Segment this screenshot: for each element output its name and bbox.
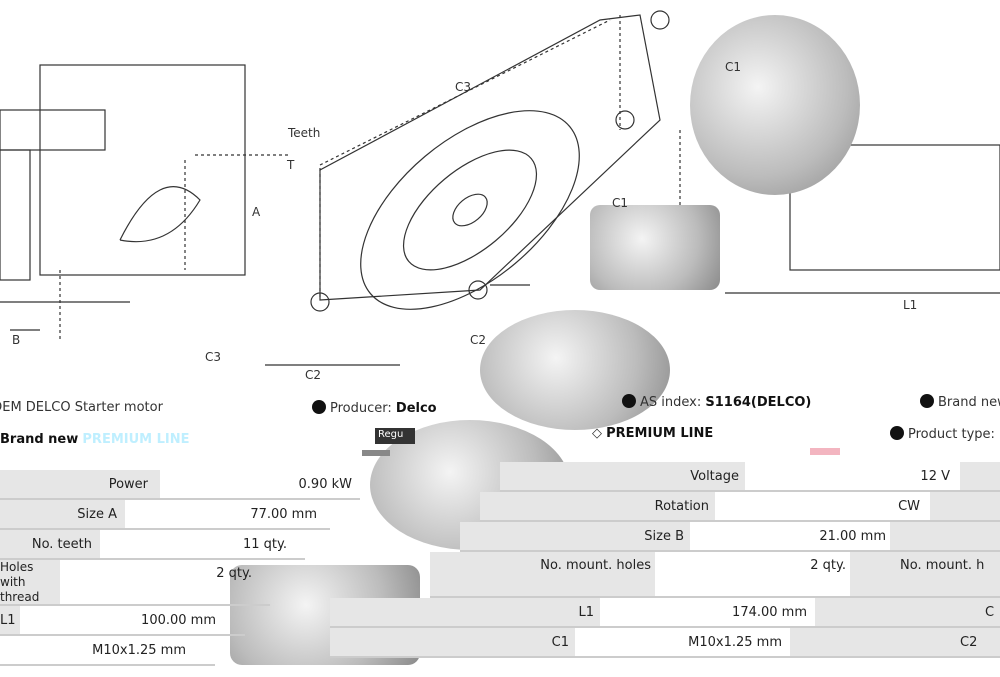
label-t: T (287, 158, 295, 172)
info-icon (312, 400, 326, 414)
brand-new-status: Brand new (920, 394, 1000, 410)
label-a: A (252, 205, 261, 219)
label-teeth: Teeth (288, 126, 321, 140)
premium-line: ◇ PREMIUM LINE (592, 426, 714, 441)
dimension-drawing (0, 10, 1000, 366)
table-row: M10x1.25 mm (0, 636, 215, 666)
tag-icon (622, 394, 636, 408)
as-index: AS index: S1164(DELCO) (622, 394, 811, 410)
accent-bar (362, 450, 390, 456)
product-type: Product type: (890, 426, 995, 442)
label-l1: L1 (903, 298, 918, 312)
condition: Brand new PREMIUM LINE (0, 432, 190, 447)
label-c1-inner: C1 (612, 196, 629, 210)
diamond-icon: ◇ (592, 426, 602, 441)
label-c2-side: C2 (470, 333, 487, 347)
product-photo-front (690, 15, 860, 195)
badge-regu: Regu (375, 428, 415, 444)
label-c1: C1 (725, 60, 742, 74)
product-photo-pinion (480, 310, 670, 430)
producer: Producer: Delco (312, 400, 437, 416)
label-c3: C3 (205, 350, 222, 364)
info-icon (920, 394, 934, 408)
product-photo-side (590, 205, 720, 290)
label-c3-top: C3 (455, 80, 472, 94)
product-title: OEM DELCO Starter motor (0, 400, 163, 415)
label-c2: C2 (305, 368, 322, 382)
accent-bar-pink (810, 448, 840, 455)
label-b: B (12, 333, 21, 347)
info-icon (890, 426, 904, 440)
